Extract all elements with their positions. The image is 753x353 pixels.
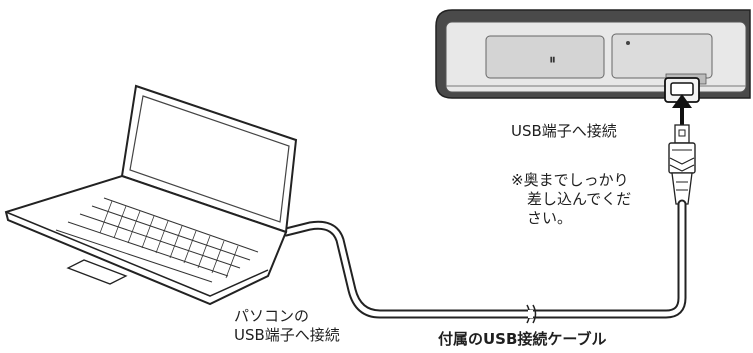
insert-note-line2: 差し込んでくだ bbox=[527, 190, 632, 208]
external-drive-icon: ⏸ bbox=[435, 9, 751, 99]
cable-label: 付属のUSB接続ケーブル bbox=[438, 330, 607, 348]
insert-note: ※奥までしっかり 差し込んでくだ さい。 bbox=[511, 171, 631, 228]
pc-port-label-line1: パソコンの bbox=[234, 307, 310, 325]
usb-cable bbox=[281, 199, 687, 324]
pc-port-label-line2: USB端子へ接続 bbox=[234, 326, 340, 344]
device-usb-port bbox=[664, 77, 700, 103]
pc-port-label: パソコンの USB端子へ接続 bbox=[234, 307, 340, 345]
usb-port-label: USB端子へ接続 bbox=[511, 122, 617, 140]
laptop-icon bbox=[4, 84, 298, 306]
insert-note-line3: さい。 bbox=[527, 209, 573, 227]
insert-note-line1: ※奥までしっかり bbox=[511, 171, 629, 189]
svg-text:⏸: ⏸ bbox=[549, 52, 556, 68]
usb-plug-icon bbox=[668, 124, 696, 205]
